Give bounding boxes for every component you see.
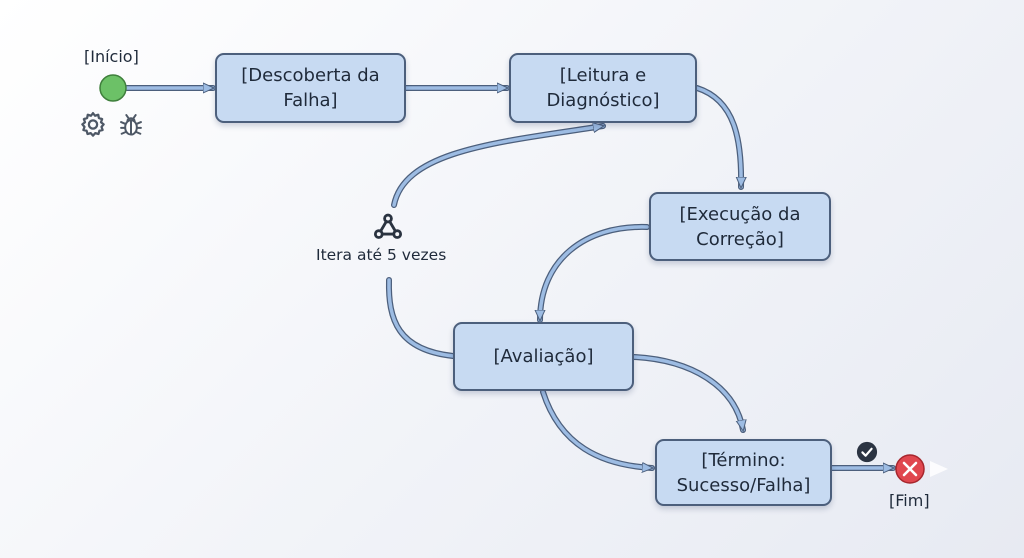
arrow-leitura-to-execucao — [695, 86, 741, 187]
start-node — [99, 74, 127, 102]
end-label: [Fim] — [889, 491, 930, 510]
webhook-icon — [373, 213, 403, 239]
bug-icon — [120, 114, 142, 136]
check-circle-icon — [856, 441, 878, 463]
arrow-loop-lower — [387, 278, 455, 358]
arrow-execucao-to-avaliacao — [540, 225, 649, 320]
gear-icon — [81, 112, 105, 137]
loop-label: Itera até 5 vezes — [316, 246, 447, 264]
arrow-avaliacao-to-termino-right — [632, 355, 743, 430]
node-leitura-e-diagnostico: [Leitura e Diagnóstico] — [509, 53, 697, 123]
node-termino: [Término: Sucesso/Falha] — [655, 439, 832, 506]
arrow-loop-to-leitura — [392, 126, 603, 207]
arrow-avaliacao-to-termino-left — [541, 390, 652, 468]
x-circle-icon — [895, 454, 925, 484]
node-execucao-da-correcao: [Execução da Correção] — [649, 192, 831, 261]
node-avaliacao: [Avaliação] — [453, 322, 634, 391]
node-descoberta-da-falha: [Descoberta da Falha] — [215, 53, 406, 123]
start-label: [Início] — [84, 47, 139, 66]
